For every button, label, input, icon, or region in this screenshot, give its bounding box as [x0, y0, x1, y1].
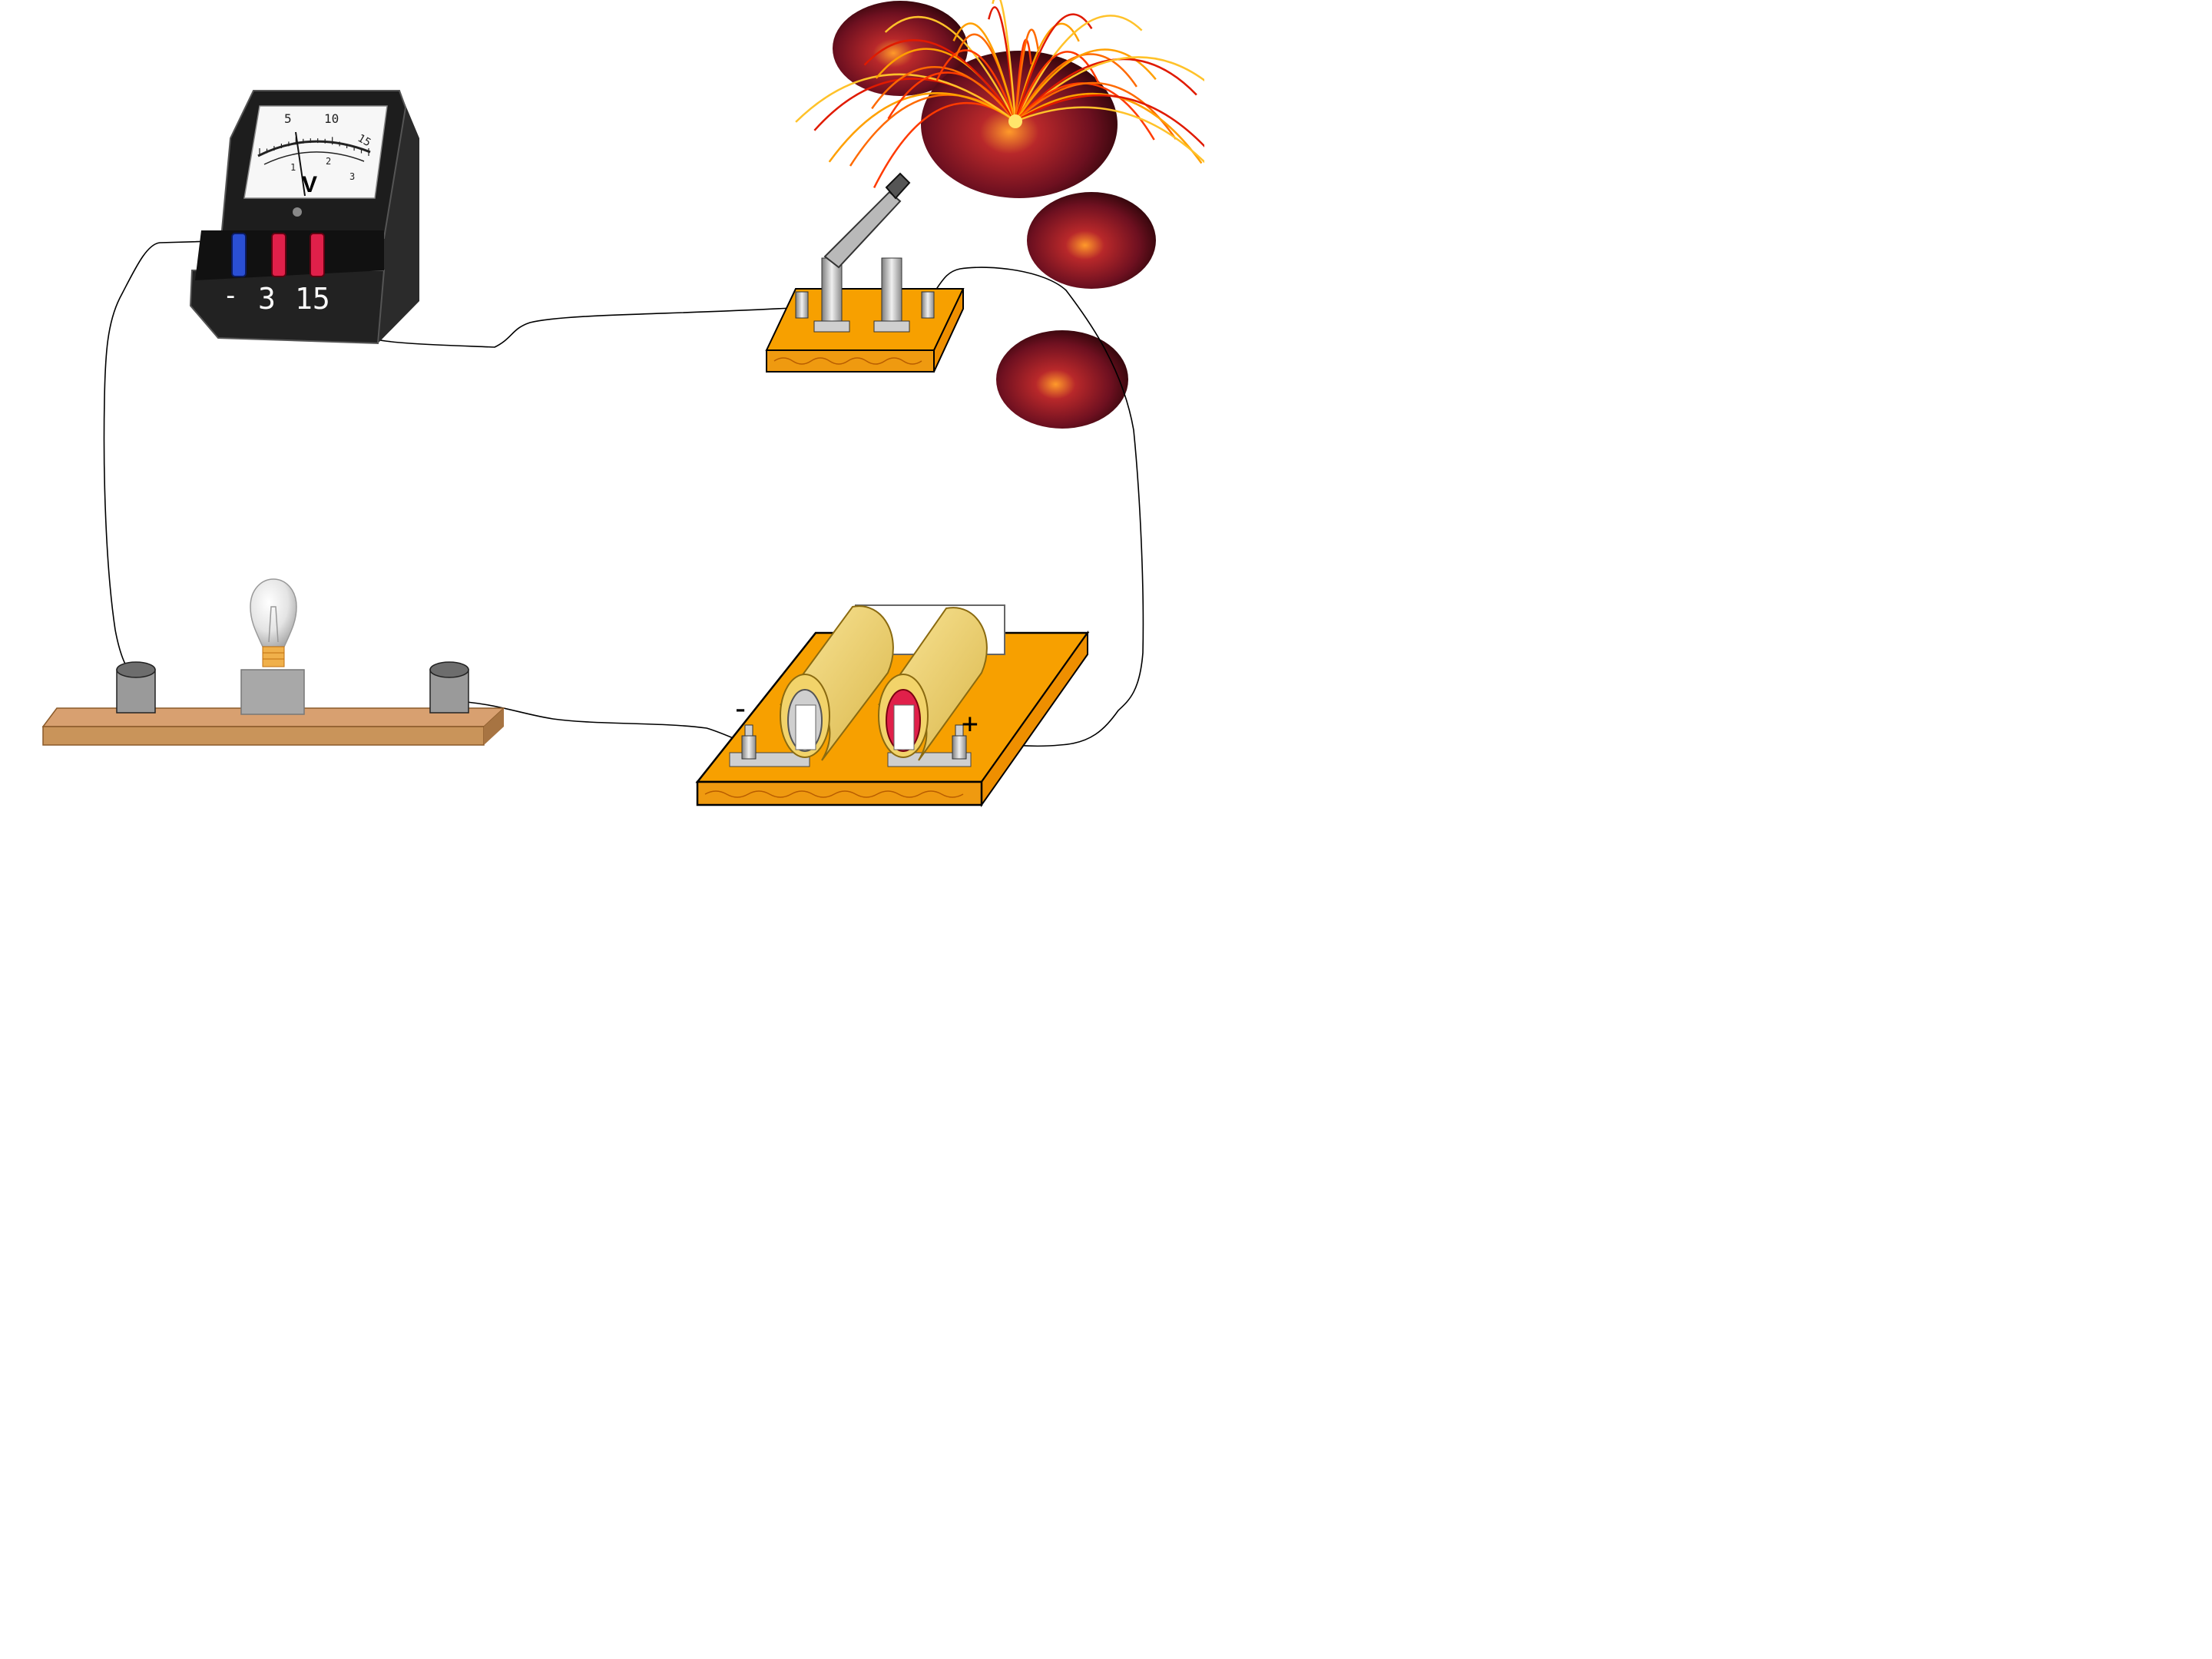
- battery-board-front: [696, 780, 983, 806]
- switch-blade[interactable]: [823, 190, 902, 269]
- voltmeter-tick-label: 2: [326, 156, 331, 167]
- voltmeter-terminal-label-negative: -: [223, 280, 238, 311]
- spark-ray: [871, 66, 1016, 122]
- battery-cell-1: [780, 605, 894, 761]
- voltmeter-tick-label: 1: [290, 162, 296, 173]
- switch-contact-foot: [873, 320, 910, 333]
- voltmeter-15v-terminal[interactable]: [310, 233, 325, 277]
- spark-ray: [952, 22, 1017, 122]
- bulb-base-threads: [263, 652, 284, 660]
- voltmeter-tick-label: 3: [349, 171, 355, 182]
- voltmeter-terminal-label-15v: 15: [295, 282, 330, 316]
- switch-hinge-foot: [813, 320, 850, 333]
- light-bulb-icon: [250, 578, 297, 667]
- switch-handle[interactable]: [885, 172, 911, 200]
- spark-ray: [1014, 15, 1143, 122]
- lamp-board-front: [42, 726, 485, 746]
- battery-negative-terminal[interactable]: [741, 724, 757, 760]
- spark-ray: [828, 92, 1016, 163]
- bulb-glass: [250, 578, 297, 647]
- voltmeter-negative-terminal[interactable]: [231, 233, 247, 277]
- wire-voltmeter-to-lamp: [103, 240, 240, 675]
- spark-ray: [1014, 13, 1093, 122]
- voltmeter-symbol: V: [302, 172, 317, 197]
- battery-box: - +: [695, 604, 1090, 808]
- spark-glow-ball: [996, 330, 1128, 429]
- voltmeter-3v-terminal[interactable]: [271, 233, 286, 277]
- switch-board-front: [766, 349, 935, 373]
- spark-ray: [935, 49, 1017, 122]
- lamp-socket: [240, 669, 305, 715]
- spark-rays: [795, 0, 1204, 188]
- spark-ray: [863, 39, 1017, 122]
- switch-contact-post: [881, 257, 902, 325]
- battery-negative-label: -: [731, 691, 750, 727]
- bulb-base: [262, 646, 285, 667]
- spark-ray: [1015, 106, 1204, 164]
- voltmeter-base: [189, 270, 386, 345]
- switch-terminal-right: [921, 291, 935, 319]
- voltmeter-tick-label: 10: [324, 111, 339, 126]
- spark-ray: [884, 15, 1017, 122]
- spark-ray: [1014, 28, 1039, 122]
- circuit-diagram: 5 10 15 1 2 3 V - 3 15: [41, 0, 1204, 808]
- spark-ray: [795, 73, 1016, 123]
- voltmeter-needle: [295, 131, 306, 197]
- voltmeter-scale-ticks: [259, 137, 369, 156]
- spark-glow-ball: [1027, 192, 1156, 289]
- switch-terminal-left: [795, 291, 809, 319]
- spark-ray: [1014, 22, 1080, 122]
- switch-hinge-post: [821, 257, 843, 325]
- battery-cell-2: [878, 607, 988, 761]
- battery-positive-label: +: [962, 708, 979, 740]
- lamp-board-post-right[interactable]: [429, 661, 469, 714]
- voltmeter-scale-arc: [257, 140, 371, 157]
- spark-burst: [795, 0, 1204, 429]
- spark-ray: [1015, 94, 1204, 148]
- knife-switch[interactable]: [765, 172, 965, 373]
- spark-glow-ball: [833, 1, 968, 96]
- lamp-board-side: [484, 708, 504, 745]
- voltmeter-tick-label: 15: [356, 132, 373, 149]
- bulb-filament: [268, 606, 279, 643]
- voltmeter: 5 10 15 1 2 3 V - 3 15: [189, 90, 419, 345]
- voltmeter-tick-label: 5: [284, 111, 292, 126]
- voltmeter-scale-arc-inner: [263, 151, 365, 165]
- battery-positive-terminal[interactable]: [952, 724, 967, 760]
- spark-ray: [1014, 48, 1157, 122]
- lamp-board: [41, 578, 505, 746]
- lamp-board-post-left[interactable]: [116, 661, 156, 714]
- switch-board-grain: [773, 357, 922, 365]
- spark-ray: [992, 0, 1017, 122]
- voltmeter-terminal-label-3v: 3: [258, 282, 276, 316]
- wire-switch-to-battery: [930, 267, 1144, 747]
- spark-core: [1008, 114, 1022, 128]
- battery-board-grain: [704, 790, 964, 798]
- voltmeter-zero-adjust-screw: [293, 207, 302, 217]
